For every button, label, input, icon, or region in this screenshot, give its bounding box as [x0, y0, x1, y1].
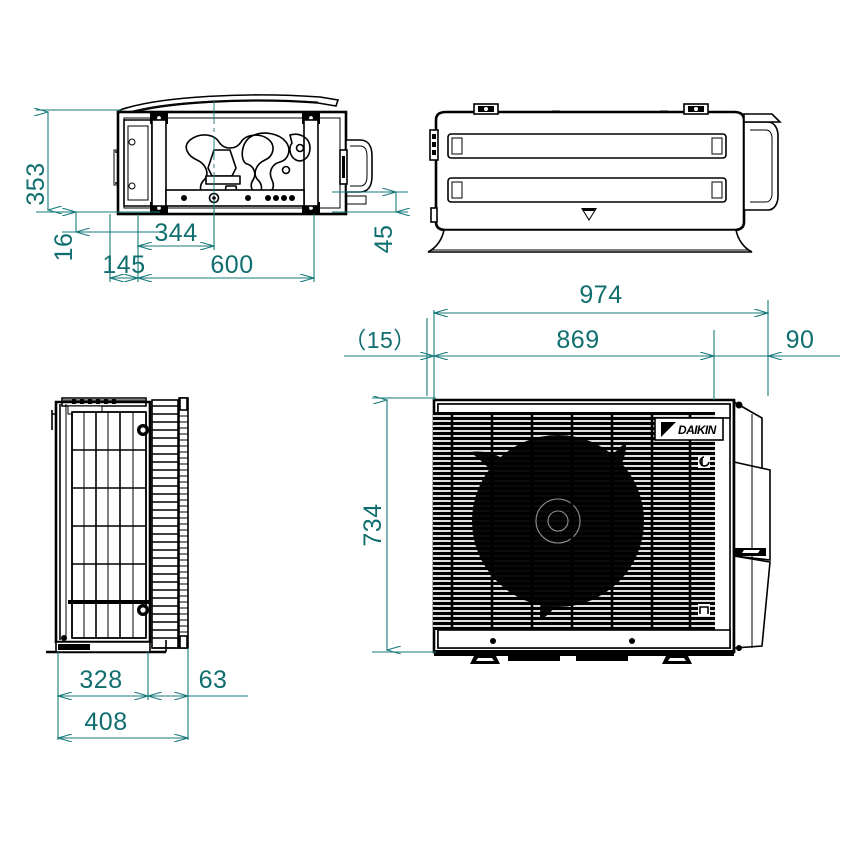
top-rear-drawing: [427, 103, 782, 253]
dim-600-label: 600: [210, 251, 253, 279]
side-view-dimensions: 328 63 408: [58, 648, 248, 740]
dim-353-label: 353: [22, 162, 50, 205]
brand-logo-text: DAIKIN: [678, 423, 717, 437]
dim-328-label: 328: [79, 666, 122, 694]
dim-15-label: （15）: [343, 327, 417, 353]
dim-90-label: 90: [786, 326, 815, 354]
top-plan-dimensions: 353 16 45 344 145 600: [22, 110, 408, 282]
dim-344-label: 344: [154, 219, 197, 247]
dim-734-label: 734: [359, 503, 387, 546]
dim-45-label: 45: [370, 225, 398, 254]
front-view-top-dimensions: 974 869 （15） 90: [343, 281, 840, 400]
dim-408-label: 408: [84, 708, 127, 736]
dim-63-label: 63: [199, 666, 228, 694]
dim-145-label: 145: [102, 251, 145, 279]
front-view-height-dimension: 734: [359, 398, 436, 652]
dim-869-label: 869: [556, 326, 599, 354]
side-view-drawing: [46, 397, 189, 654]
dim-974-label: 974: [579, 281, 622, 309]
front-view-drawing: DAIKIN: [432, 398, 771, 664]
top-plan-drawing: [113, 94, 373, 216]
dim-16-label: 16: [50, 233, 78, 262]
center-lines: [213, 100, 215, 248]
